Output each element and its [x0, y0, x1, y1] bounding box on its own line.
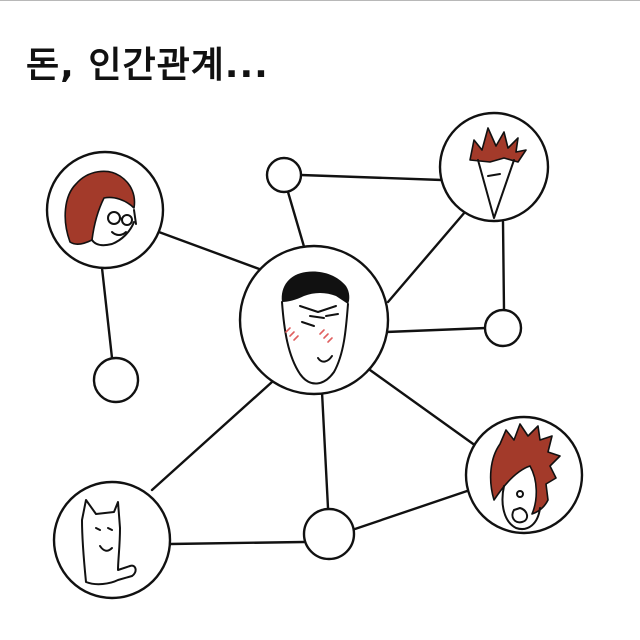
- edge-bottomleft-smallbottom: [168, 540, 306, 546]
- edge-smalltop-topright: [299, 173, 444, 182]
- edge-center-topright: [386, 210, 467, 304]
- node-surprised-person: [464, 415, 584, 535]
- node-pointing-figure: [52, 480, 172, 600]
- edge-smallbottom-right: [350, 488, 472, 532]
- edge-center-bottomleft: [150, 380, 274, 492]
- node-spiky-haired-person: [438, 111, 550, 223]
- top-border-line: [0, 0, 640, 1]
- edge-center-smallbottom: [320, 390, 330, 510]
- node-red-haired-woman: [45, 150, 165, 270]
- edge-topleft-center: [146, 226, 264, 272]
- node-main-character: [238, 244, 390, 396]
- network-edges: [100, 173, 506, 546]
- edge-smalltop-center: [286, 190, 307, 252]
- edge-topright-smallright: [501, 220, 506, 312]
- edge-topleft-smallleft: [100, 266, 114, 360]
- small-node-right: [483, 308, 523, 348]
- edge-center-right: [368, 368, 478, 448]
- small-node-top: [265, 156, 303, 194]
- small-node-left: [92, 356, 140, 404]
- panel-title: 돈, 인간관계...: [26, 45, 269, 86]
- edge-center-smallright: [384, 326, 488, 334]
- small-node-bottom: [302, 507, 356, 561]
